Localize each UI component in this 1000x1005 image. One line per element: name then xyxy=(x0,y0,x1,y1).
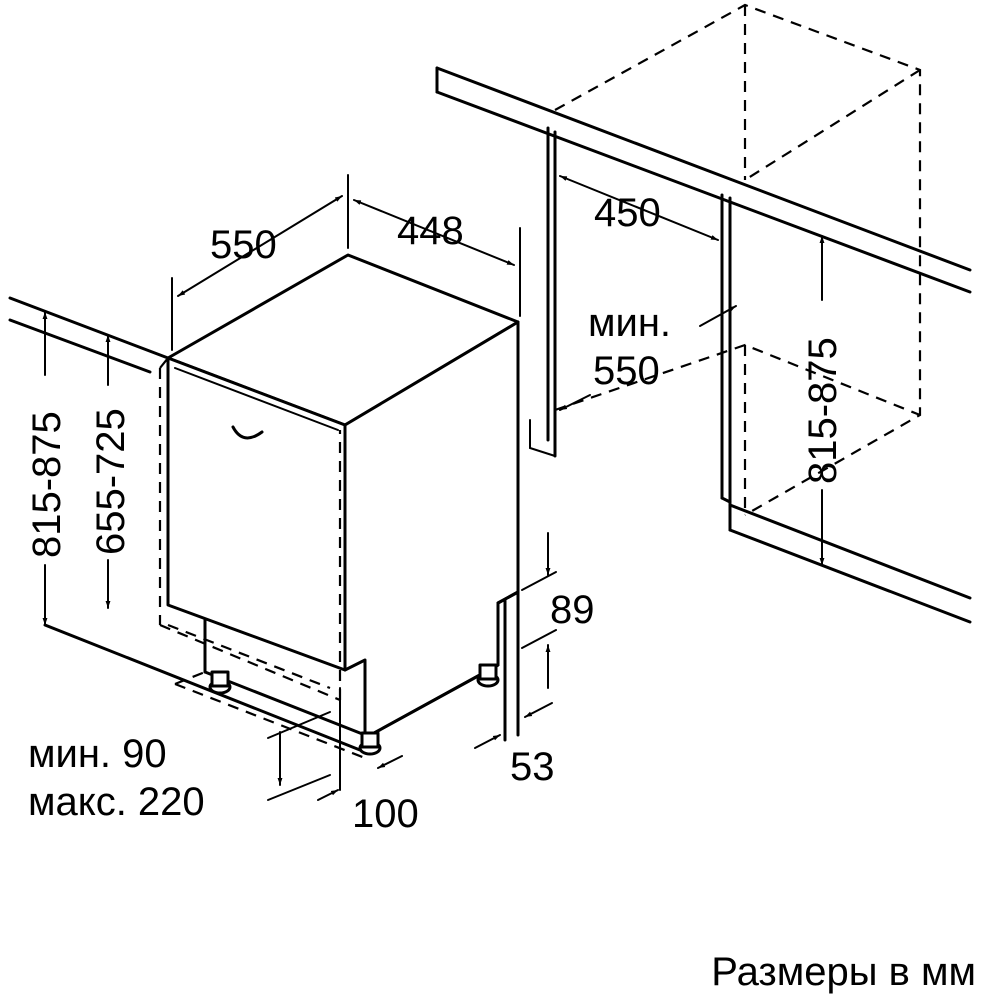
label-niche-height: 815-875 xyxy=(801,337,845,484)
dimension-89 xyxy=(521,532,557,689)
label-door-height: 655-725 xyxy=(89,408,133,555)
label-550-depth: 550 xyxy=(210,223,277,267)
caption: Размеры в мм xyxy=(711,950,976,994)
dishwasher-body xyxy=(166,253,520,740)
label-53: 53 xyxy=(510,745,555,789)
dimension-min-550-depth xyxy=(559,305,737,411)
right-cabinet-panel xyxy=(720,193,732,532)
niche-cabinet xyxy=(554,3,922,516)
label-plinth-min: мин. 90 xyxy=(28,732,167,776)
label-min-550: 550 xyxy=(593,349,660,393)
floor-right xyxy=(728,503,972,624)
left-cabinet-panel xyxy=(529,126,557,458)
floor-left xyxy=(8,296,367,754)
label-450-niche: 450 xyxy=(594,191,661,235)
dimension-100 xyxy=(317,687,403,801)
label-plinth-max: макс. 220 xyxy=(28,780,205,824)
feet xyxy=(208,663,500,756)
label-100: 100 xyxy=(352,792,419,836)
label-min: мин. xyxy=(588,301,671,345)
dimension-450-niche xyxy=(559,175,719,241)
countertop xyxy=(435,66,972,294)
dimension-448-width xyxy=(353,199,521,317)
label-89: 89 xyxy=(550,588,595,632)
door-panel xyxy=(158,357,342,702)
label-448-width: 448 xyxy=(397,209,464,253)
dimension-53 xyxy=(474,702,553,749)
dimension-550-depth xyxy=(171,174,349,351)
plinth-legs xyxy=(174,590,520,760)
label-total-height: 815-875 xyxy=(25,411,69,558)
dimension-plinth-height xyxy=(267,711,331,801)
